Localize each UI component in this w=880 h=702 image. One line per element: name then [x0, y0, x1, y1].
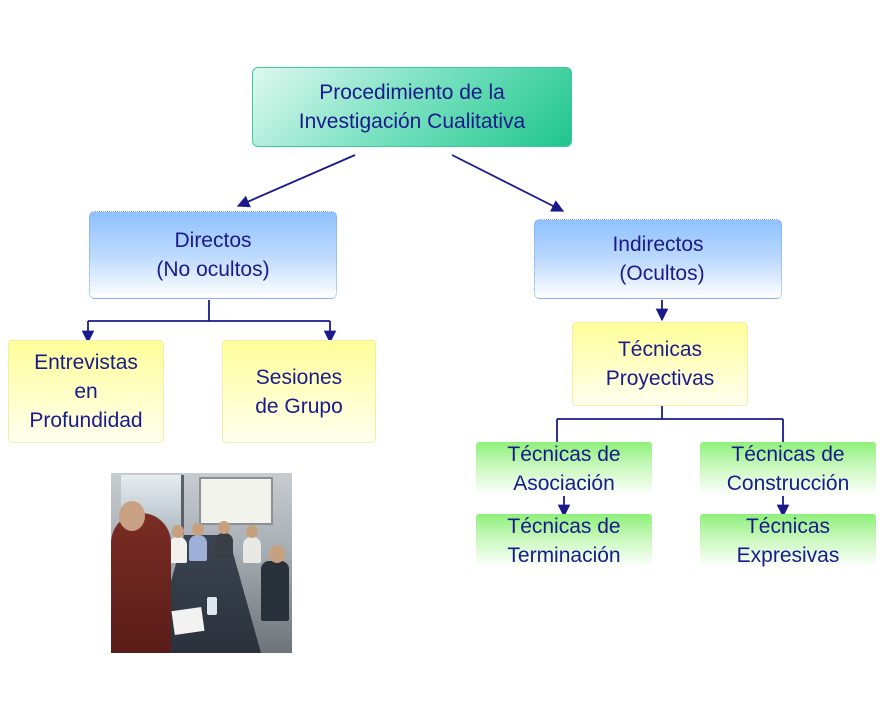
node-terminacion-line-2: Terminación	[507, 544, 621, 567]
node-terminacion-line-1: Técnicas de	[507, 515, 621, 538]
photo-person-head	[218, 521, 230, 534]
photo-glass	[207, 597, 217, 615]
node-tecnicas-proyectivas: Técnicas Proyectivas	[572, 322, 748, 406]
node-tecnicas-asociacion: Técnicas de Asociación	[476, 442, 652, 496]
node-tecnicas-construccion: Técnicas de Construcción	[700, 442, 876, 496]
meeting-photo	[111, 473, 292, 653]
node-proyectivas-line-1: Técnicas	[617, 338, 703, 361]
photo-person-foreground-head	[119, 501, 145, 531]
bracket-proyectivas	[556, 398, 784, 443]
node-entrevistas: Entrevistas en Profundidad	[8, 340, 164, 443]
node-construccion-line-1: Técnicas de	[731, 443, 845, 466]
photo-person	[169, 537, 187, 563]
photo-person-foreground	[111, 513, 171, 653]
node-sesiones-line-1: Sesiones	[255, 365, 343, 389]
photo-paper	[171, 607, 205, 635]
node-procedimiento: Procedimiento de la Investigación Cualit…	[252, 67, 572, 147]
bracket-directos	[88, 300, 330, 322]
node-directos: Directos (No ocultos)	[89, 211, 337, 299]
node-directos-line-2: (No ocultos)	[156, 258, 270, 281]
photo-person	[261, 561, 289, 621]
node-entrevistas-line-3: Profundidad	[29, 409, 143, 432]
photo-person-head	[246, 525, 258, 538]
node-expresivas-line-2: Expresivas	[736, 544, 840, 567]
node-expresivas-line-1: Técnicas	[745, 515, 831, 538]
node-procedimiento-line-1: Procedimiento de la	[319, 81, 505, 104]
node-asociacion-line-1: Técnicas de	[507, 443, 621, 466]
node-procedimiento-line-2: Investigación Cualitativa	[298, 110, 526, 133]
node-construccion-line-2: Construcción	[726, 472, 850, 495]
node-asociacion-line-2: Asociación	[513, 472, 615, 495]
node-tecnicas-terminacion: Técnicas de Terminación	[476, 514, 652, 568]
photo-whiteboard	[199, 477, 273, 525]
node-indirectos-line-1: Indirectos	[612, 233, 704, 256]
photo-person	[189, 535, 207, 561]
node-entrevistas-line-2: en	[74, 380, 98, 403]
photo-person-head	[269, 545, 285, 563]
node-sesiones: Sesiones de Grupo	[222, 340, 376, 443]
photo-person-head	[192, 523, 204, 536]
node-tecnicas-expresivas: Técnicas Expresivas	[700, 514, 876, 568]
node-indirectos: Indirectos (Ocultos)	[534, 219, 782, 299]
node-entrevistas-line-1: Entrevistas	[34, 351, 138, 374]
photo-person	[215, 533, 233, 559]
arrow-root-to-directos	[236, 154, 356, 208]
node-directos-line-1: Directos	[174, 229, 252, 252]
photo-person-head	[172, 525, 184, 538]
node-proyectivas-line-2: Proyectivas	[605, 367, 715, 390]
arrow-root-to-indirectos	[451, 154, 565, 212]
node-sesiones-line-2: de Grupo	[255, 394, 343, 418]
node-indirectos-line-2: (Ocultos)	[619, 262, 705, 285]
photo-person	[243, 537, 261, 563]
